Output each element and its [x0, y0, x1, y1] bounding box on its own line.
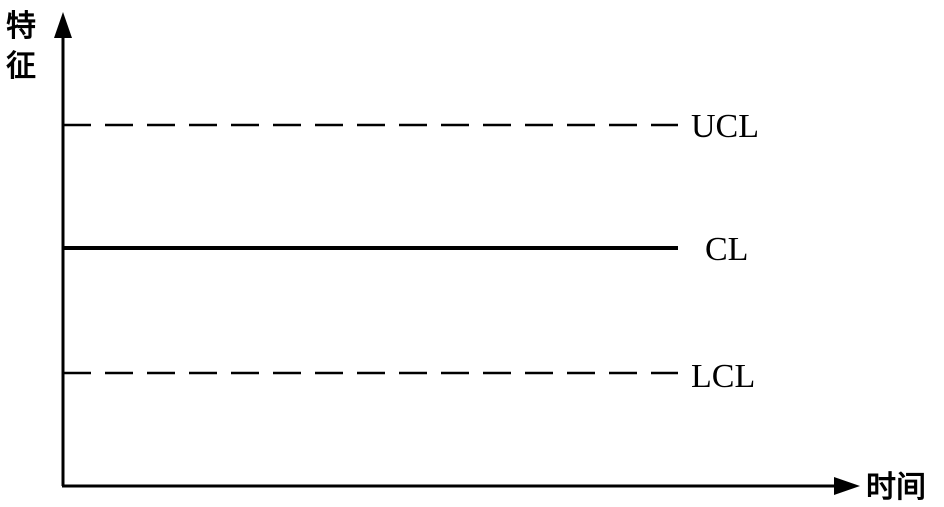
cl-label: CL — [705, 231, 748, 268]
y-axis-label-char: 征 — [6, 49, 36, 84]
lcl-label: LCL — [691, 358, 755, 395]
y-axis-label-char: 特 — [6, 9, 36, 44]
y-axis-label: 特征 — [6, 9, 36, 84]
ucl-label: UCL — [691, 108, 759, 145]
x-axis-arrow-icon — [834, 477, 860, 495]
y-axis-arrow-icon — [54, 12, 72, 38]
x-axis-label: 时间 — [866, 470, 926, 505]
